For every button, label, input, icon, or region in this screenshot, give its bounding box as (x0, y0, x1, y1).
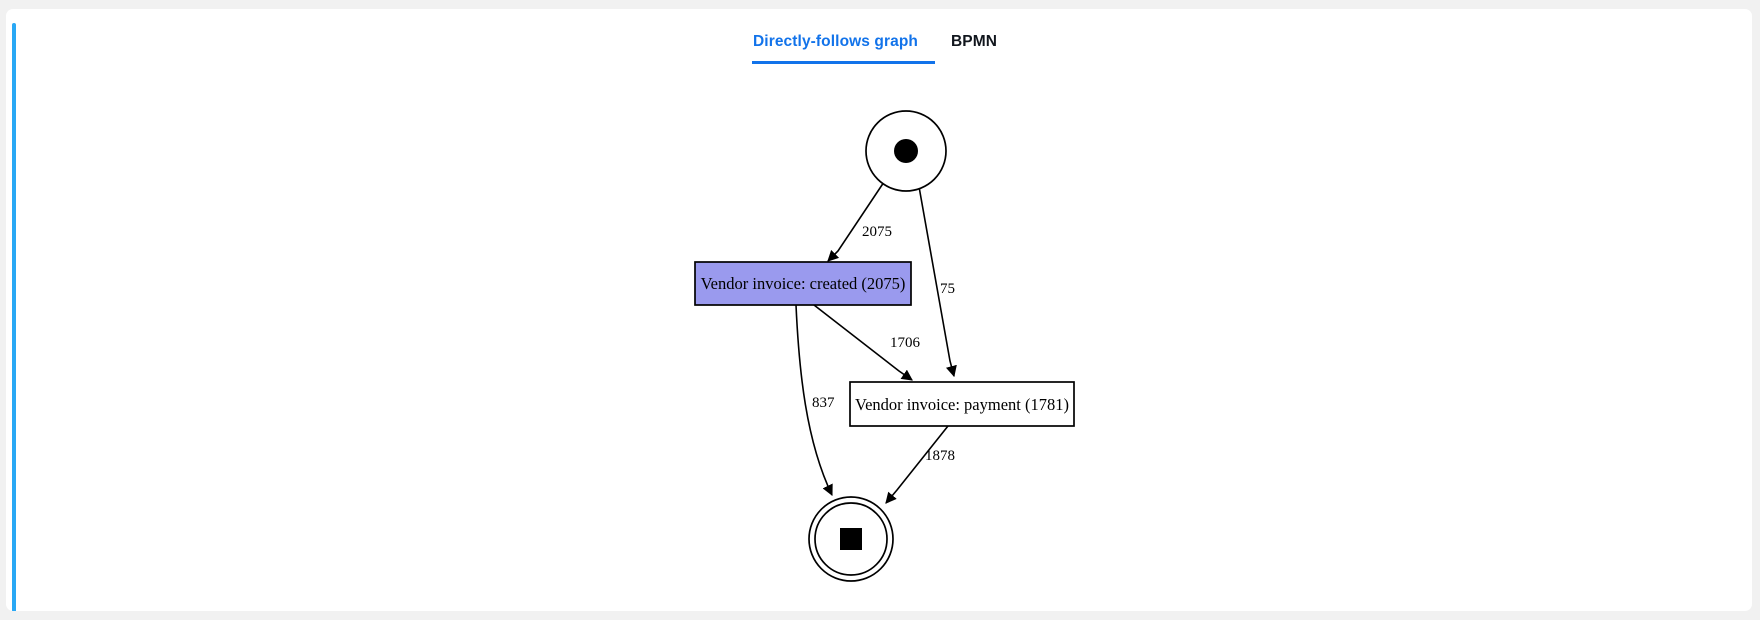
tab-bpmn[interactable]: BPMN (951, 33, 998, 50)
activity-created-box (694, 261, 912, 306)
node-start-event[interactable] (865, 110, 947, 192)
edge-created-to-end[interactable]: 837 (795, 304, 835, 497)
activity-created-label: Vendor invoice: created (2075) (701, 274, 906, 293)
node-vendor-invoice-created[interactable]: Vendor invoice: created (2075) (694, 261, 912, 306)
activity-payment-box (849, 381, 1075, 427)
end-event-square-icon (840, 528, 862, 550)
node-end-event[interactable] (808, 496, 894, 582)
edge-created-to-payment[interactable]: 1706 (813, 304, 921, 381)
edge-label-created-to-payment: 1706 (890, 335, 921, 351)
edge-start-to-created[interactable]: 2075 (827, 181, 892, 262)
left-accent-bar (12, 23, 16, 611)
tab-directly-follows-graph[interactable]: Directly-follows graph (753, 33, 918, 50)
edge-start-to-payment[interactable]: 75 (917, 180, 957, 378)
edge-payment-to-end[interactable]: 1878 (885, 425, 955, 504)
edge-label-start-to-payment: 75 (940, 281, 955, 297)
start-event-dot-icon (894, 139, 918, 163)
directly-follows-graph-svg: 2075 75 1706 837 (694, 110, 1075, 582)
edge-label-payment-to-end: 1878 (925, 448, 955, 464)
tab-active-underline (752, 61, 935, 64)
activity-payment-label: Vendor invoice: payment (1781) (855, 395, 1069, 414)
content-card: Directly-follows graph BPMN 2075 (6, 9, 1752, 611)
edge-label-start-to-created: 2075 (862, 224, 892, 240)
tab-strip: Directly-follows graph BPMN (6, 9, 1752, 71)
graph-canvas[interactable]: 2075 75 1706 837 (6, 71, 1752, 611)
node-vendor-invoice-payment[interactable]: Vendor invoice: payment (1781) (849, 381, 1075, 427)
edge-label-created-to-end: 837 (812, 395, 835, 411)
